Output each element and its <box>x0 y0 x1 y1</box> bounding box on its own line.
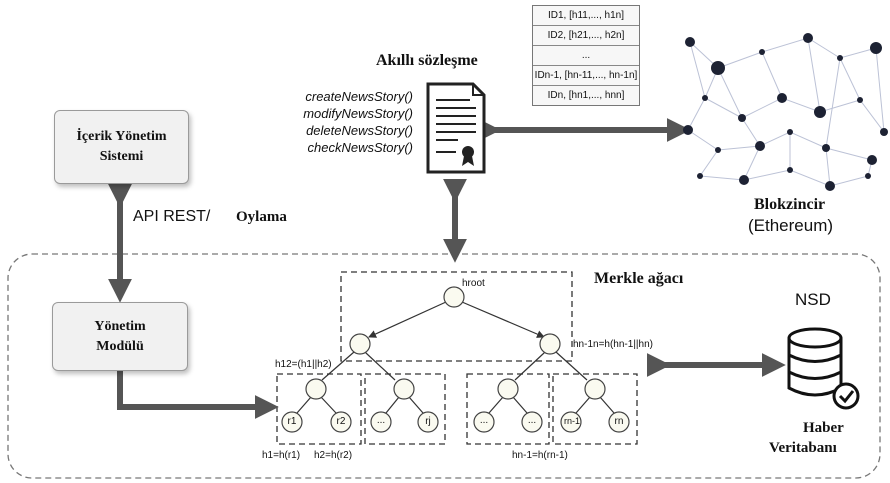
database-icon <box>787 327 843 397</box>
leaf-node <box>330 411 352 433</box>
subtree-box-3 <box>466 373 550 445</box>
blockchain-subtitle: (Ethereum) <box>748 216 834 235</box>
leaf-label: rn-1 <box>563 416 580 426</box>
leaf-label: r2 <box>336 416 346 427</box>
id-row: IDn-1, [hn-11,..., hn-1n] <box>533 66 639 86</box>
news-db-label-line2: Veritabanı <box>769 440 837 456</box>
blockchain-title: Blokzincir <box>754 196 826 213</box>
bottom-hash-n1: hn-1=h(rn-1) <box>512 450 568 461</box>
arrow-management-merkle <box>117 371 279 419</box>
cms-box: İçerik Yönetim Sistemi <box>54 110 189 184</box>
id-row: ID1, [h11,..., h1n] <box>533 6 639 26</box>
leaf-label: ... <box>527 415 537 426</box>
contract-methods: createNewsStory() modifyNewsStory() dele… <box>280 88 413 156</box>
leaf-node <box>473 411 495 433</box>
leaf-node <box>370 411 392 433</box>
right-hash-label: hn-1n=h(hn-1||hn) <box>573 339 653 350</box>
left-hash-label: h12=(h1||h2) <box>275 359 332 370</box>
smart-contract-title: Akıllı sözleşme <box>376 52 478 69</box>
contract-document-icon <box>426 82 486 174</box>
merkle-node-left <box>349 333 371 355</box>
merkle-top-box <box>340 271 573 362</box>
method-create: createNewsStory() <box>305 89 413 104</box>
id-row: ID2, [h21,..., h2n] <box>533 26 639 46</box>
cms-label-line1: İçerik Yönetim <box>76 129 167 144</box>
method-delete: deleteNewsStory() <box>306 123 413 138</box>
cms-label-line2: Sistemi <box>99 149 144 164</box>
merkle-title: Merkle ağacı <box>594 270 684 287</box>
news-db-label-line1: Haber <box>803 420 844 436</box>
method-modify: modifyNewsStory() <box>303 106 413 121</box>
voting-label: Oylama <box>236 209 287 225</box>
leaf-label: r1 <box>287 416 297 427</box>
leaf-node <box>608 411 630 433</box>
leaf-label: rn <box>614 416 624 427</box>
api-label: API REST/ <box>133 208 211 225</box>
bottom-hash-1: h1=h(r1) <box>262 450 301 461</box>
leaf-node <box>560 411 582 433</box>
leaf-node <box>281 411 303 433</box>
blockchain-network-icon <box>687 37 885 187</box>
leaf-label: ... <box>376 415 386 426</box>
management-label-line1: Yönetim <box>94 318 146 334</box>
check-icon <box>832 382 860 410</box>
leaf-node <box>521 411 543 433</box>
management-label-line2: Modülü <box>96 338 144 354</box>
nsd-label: NSD <box>795 290 831 309</box>
id-row: IDn, [hn1,..., hnn] <box>533 86 639 105</box>
id-row: ... <box>533 46 639 66</box>
subtree-box-4 <box>552 373 638 445</box>
merkle-node-right <box>539 333 561 355</box>
leaf-label: ... <box>479 415 489 426</box>
blockchain-network-nodes <box>683 33 888 191</box>
bottom-hash-2: h2=h(r2) <box>314 450 353 461</box>
id-hash-table: ID1, [h11,..., h1n] ID2, [h21,..., h2n] … <box>532 5 640 106</box>
method-check: checkNewsStory() <box>307 140 413 155</box>
subtree-box-2 <box>364 373 446 445</box>
management-module-box: Yönetim Modülü <box>52 302 188 371</box>
leaf-label: rj <box>425 416 431 427</box>
merkle-root-label: hroot <box>462 278 485 289</box>
leaf-node <box>417 411 439 433</box>
merkle-root-node <box>443 286 465 308</box>
